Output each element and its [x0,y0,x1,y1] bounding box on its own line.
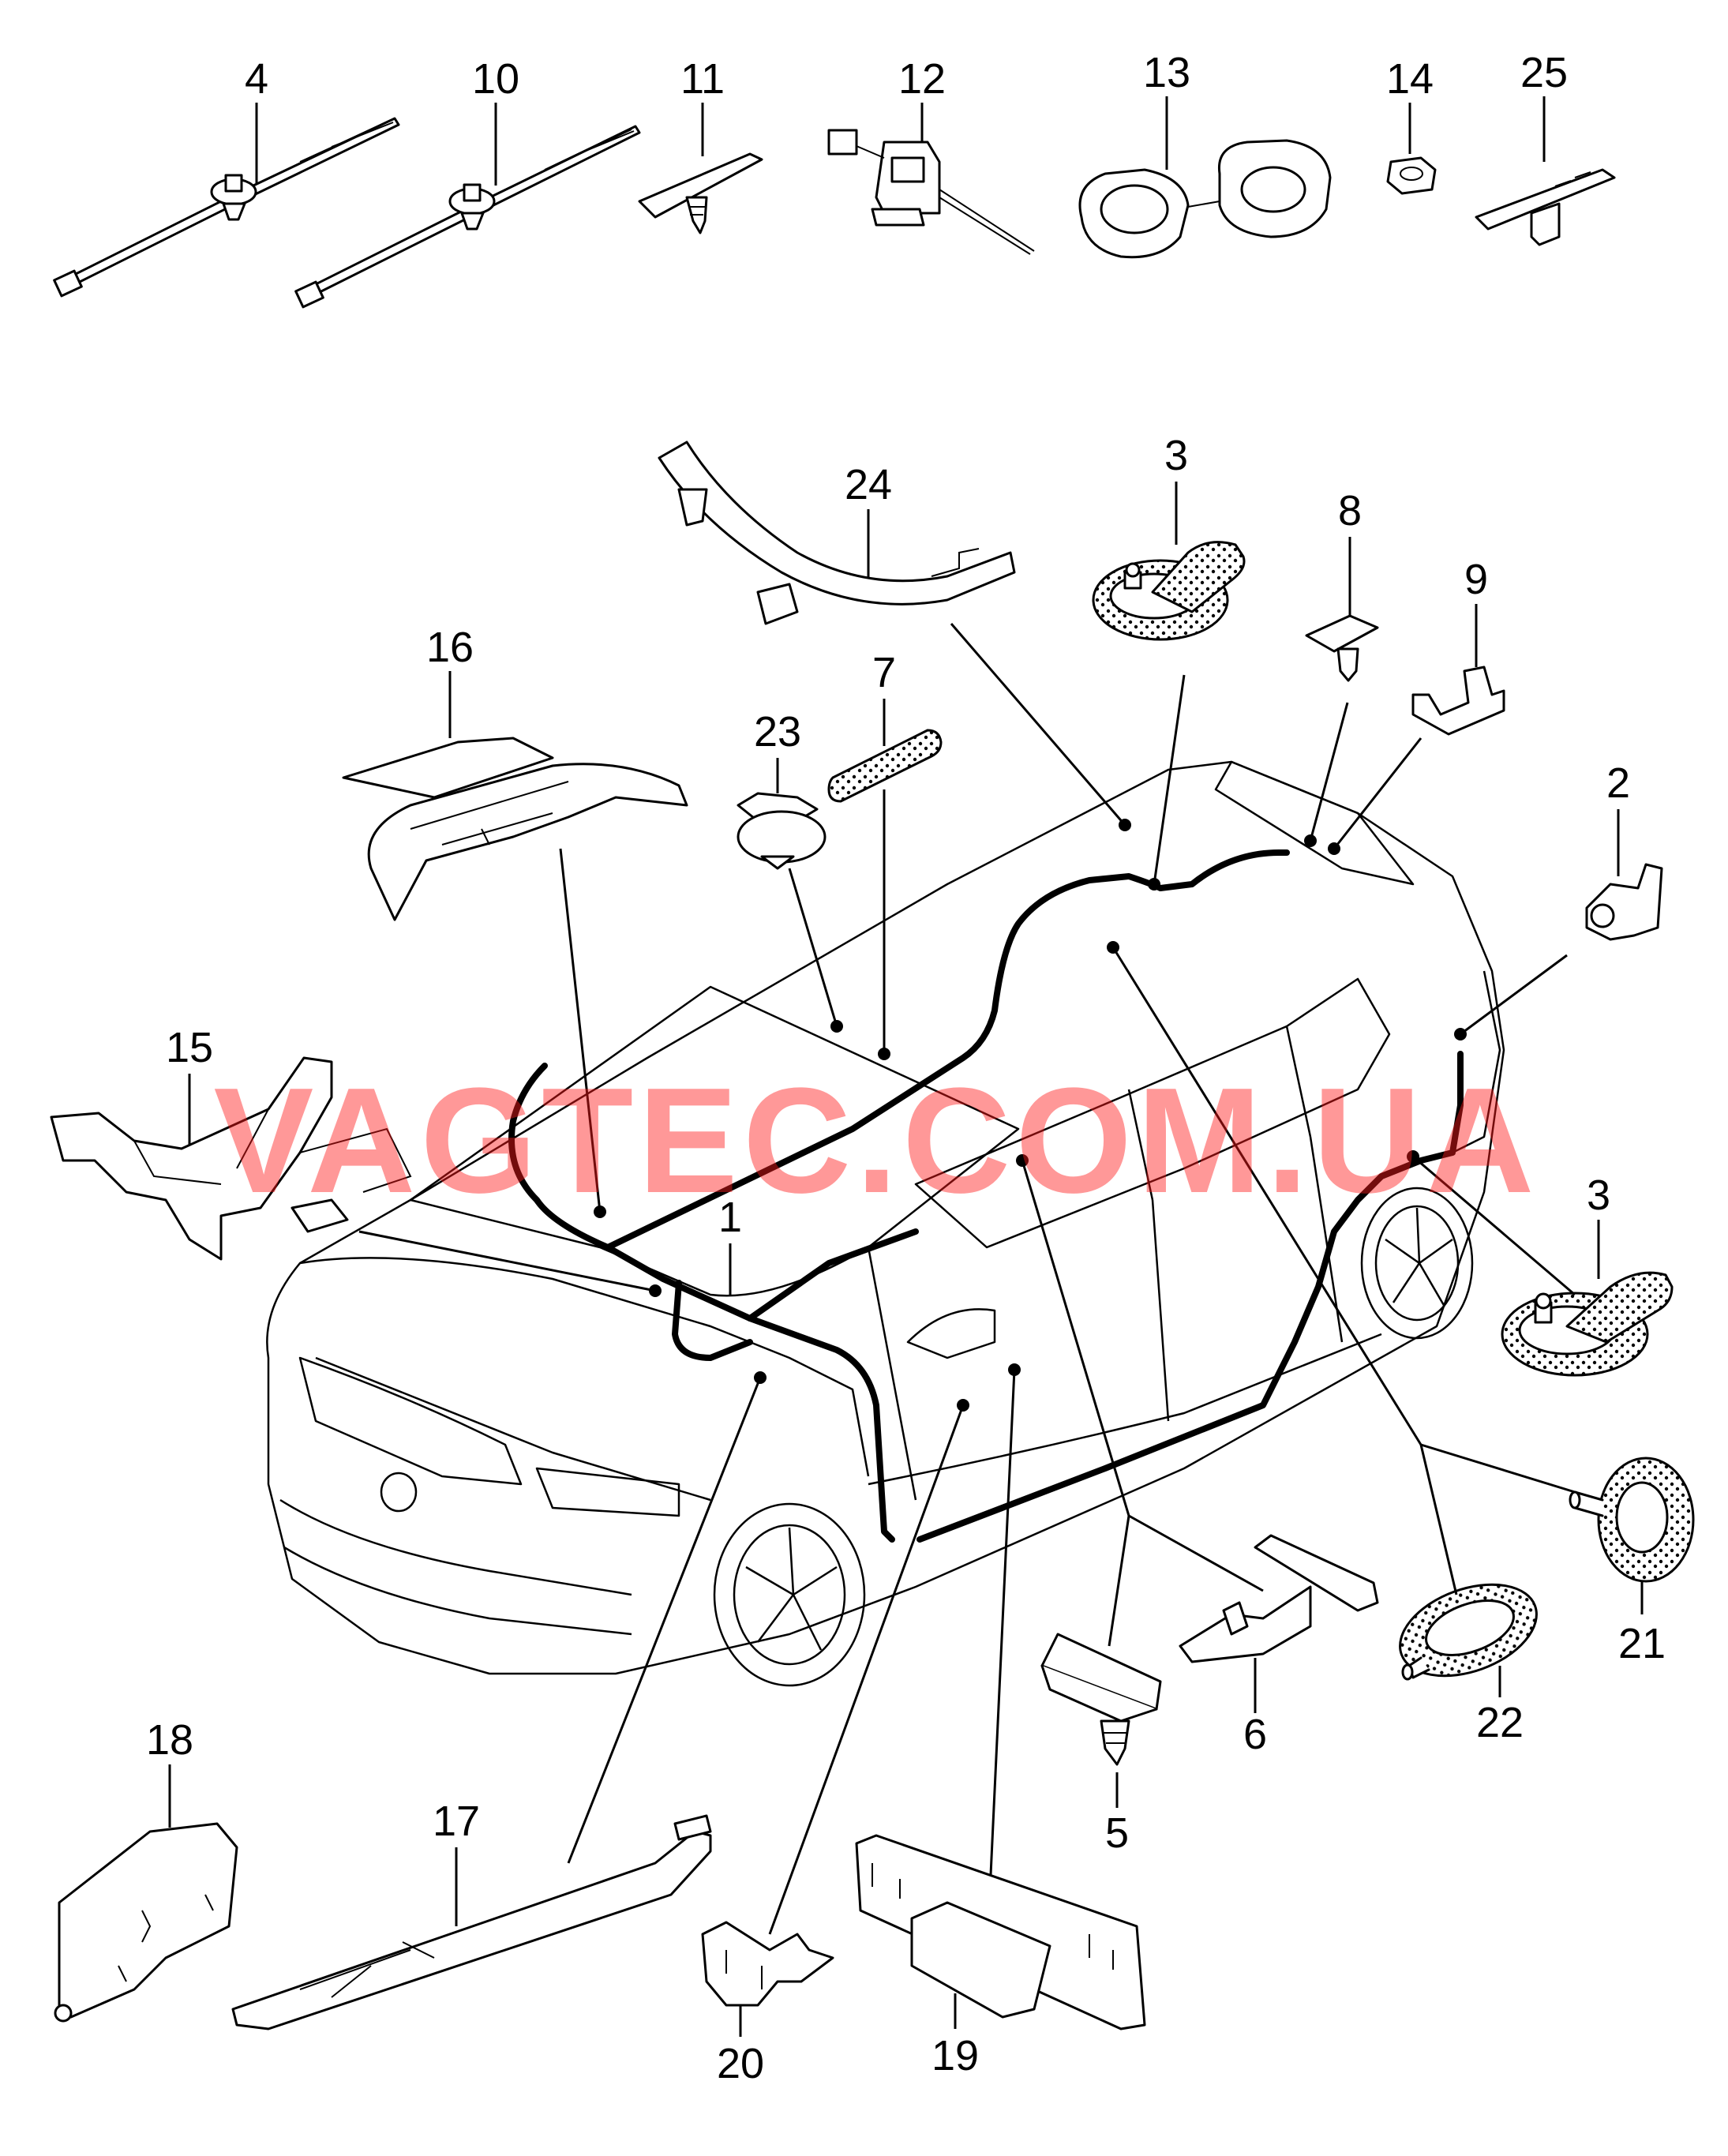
callout-15: 15 [166,1024,213,1071]
callout-14: 14 [1386,55,1434,103]
callout-13: 13 [1143,49,1190,96]
callout-9: 9 [1464,556,1488,603]
part-25-bracket: 25 [1475,49,1616,246]
car-body-outline [266,760,1505,1687]
callout-8: 8 [1338,487,1362,534]
callout-11: 11 [680,55,725,103]
part-7-foam-sleeve: 7 [827,649,943,803]
part-22-oval-grommet: 22 [1399,1583,1538,1746]
part-10-cable-tie-with-clip: 10 [294,55,641,309]
callout-23: 23 [754,708,801,756]
part-4-cable-tie-with-clip: 4 [53,55,400,298]
callout-24: 24 [845,461,892,508]
callout-5: 5 [1105,1809,1129,1857]
part-13-grommet: 13 [1078,49,1332,259]
part-21-round-grommet: 21 [1569,1457,1695,1667]
callout-17: 17 [433,1798,480,1845]
callout-3-lower: 3 [1587,1172,1610,1219]
part-8-clip: 8 [1305,487,1379,682]
callout-1: 1 [718,1194,742,1241]
callout-4: 4 [245,55,268,103]
part-14-hex-nut: 14 [1386,55,1437,195]
part-24-roof-channel: 24 [658,441,1016,625]
callout-10: 10 [472,55,519,103]
callout-12: 12 [898,55,946,103]
callout-25: 25 [1520,49,1568,96]
callout-18: 18 [146,1716,193,1764]
part-20-clip: 20 [701,1921,834,2087]
part-15-floor-guide: 15 [50,1024,412,1261]
callout-19: 19 [931,2032,979,2079]
part-9-bracket: 9 [1411,556,1505,736]
part-23-clip: 23 [737,708,827,870]
part-18-bracket: 18 [54,1716,238,2023]
part-3-grommet-lower: 3 [1501,1172,1674,1377]
callout-6: 6 [1243,1711,1267,1758]
part-19-cover: 19 [855,1834,1146,2079]
part-5-clip-channel: 5 [1040,1633,1162,1857]
wiring-harness-1 [508,849,1464,1543]
callout-21: 21 [1618,1620,1666,1667]
part-17-sill-channel: 17 [231,1798,712,2030]
callout-22: 22 [1476,1699,1524,1746]
watermark-text: VAGTEC.COM.UA [214,1057,1539,1224]
part-16-cable-guide: 16 [342,624,688,921]
part-2-holder: 2 [1585,759,1663,941]
callout-2: 2 [1606,759,1630,807]
part-12-holder: 12 [827,55,1035,255]
callout-1-group: 1 [718,1194,742,1295]
callout-16: 16 [426,624,474,671]
part-3-grommet-upper: 3 [1092,432,1246,641]
part-6-cable-channel: 6 [1179,1534,1379,1758]
anchor-leaders [358,623,1576,1935]
callout-20: 20 [717,2040,764,2087]
part-11-clip: 11 [638,55,763,234]
callout-3-upper: 3 [1164,432,1188,479]
callout-7: 7 [872,649,896,696]
